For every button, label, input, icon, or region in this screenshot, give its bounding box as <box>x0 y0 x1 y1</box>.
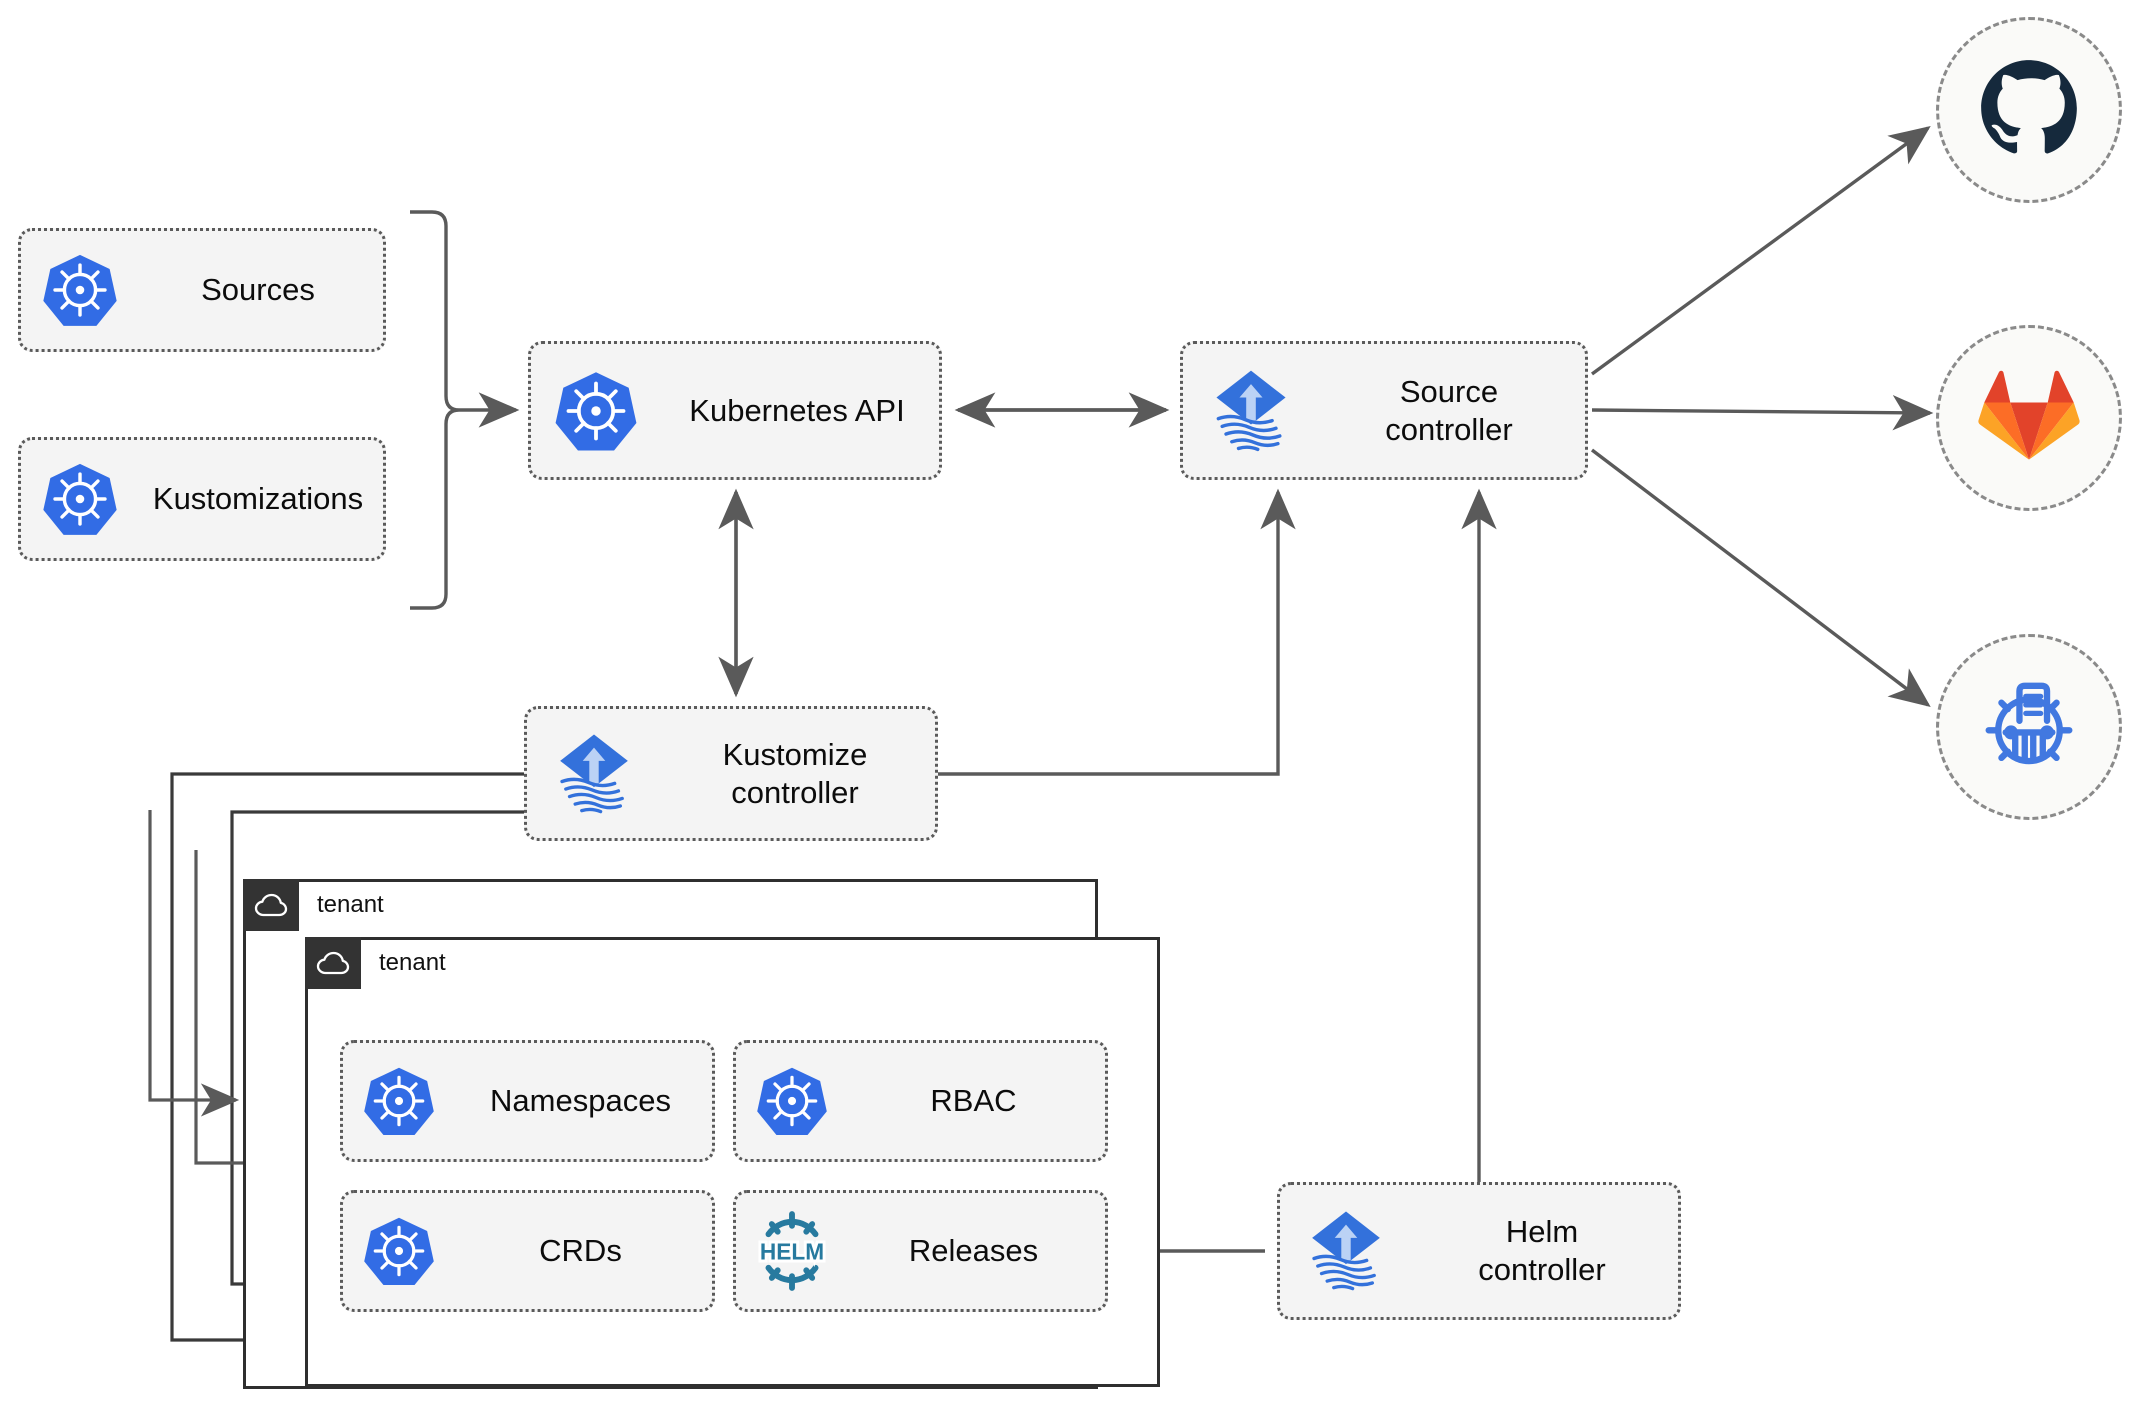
node-label: Helm controller <box>1478 1214 1606 1287</box>
wire-resources-bracket <box>410 210 460 610</box>
kubernetes-icon <box>736 1064 848 1138</box>
wire-source-to-helmrepo <box>1590 448 1931 708</box>
cloud-icon <box>305 937 361 989</box>
svg-text:HELM: HELM <box>760 1238 824 1264</box>
github-icon <box>1977 56 2081 165</box>
node-label: Kustomize controller <box>722 736 868 810</box>
tenant-label: tenant <box>379 949 446 976</box>
gitlab-icon <box>1977 364 2081 473</box>
node-label: CRDs <box>539 1233 622 1269</box>
wire-kustomize-to-source <box>938 488 1296 776</box>
node-helm-controller[interactable]: Helm controller <box>1277 1182 1681 1320</box>
kubernetes-icon <box>531 368 661 454</box>
node-label: Namespaces <box>490 1083 671 1119</box>
kubernetes-icon <box>343 1214 455 1288</box>
node-namespaces[interactable]: Namespaces <box>340 1040 715 1162</box>
provider-helm-repository[interactable] <box>1936 634 2122 820</box>
wire-source-to-gitlab <box>1591 394 1934 431</box>
flux-icon <box>527 727 661 821</box>
node-label: Kubernetes API <box>689 392 905 428</box>
tenant-label: tenant <box>317 891 384 918</box>
kubernetes-icon <box>21 460 139 538</box>
tenant-header-inner: tenant <box>305 937 446 989</box>
node-label: RBAC <box>930 1083 1017 1119</box>
kubernetes-icon <box>21 251 139 329</box>
provider-github[interactable] <box>1936 17 2122 203</box>
provider-gitlab[interactable] <box>1936 325 2122 511</box>
node-source-controller[interactable]: Source controller <box>1180 341 1588 480</box>
node-rbac[interactable]: RBAC <box>733 1040 1108 1162</box>
node-kubernetes-api[interactable]: Kubernetes API <box>528 341 942 480</box>
node-crds[interactable]: CRDs <box>340 1190 715 1312</box>
node-sources[interactable]: Sources <box>18 228 386 352</box>
flux-icon <box>1183 363 1319 459</box>
node-releases[interactable]: HELM Releases <box>733 1190 1108 1312</box>
node-label: Source controller <box>1385 373 1513 447</box>
flux-icon <box>1280 1204 1412 1298</box>
node-label: Releases <box>908 1233 1039 1269</box>
helm-icon: HELM <box>736 1209 848 1293</box>
wire-source-to-github <box>1590 125 1931 376</box>
helm-chart-repository-icon <box>1976 672 2082 783</box>
kubernetes-icon <box>343 1064 455 1138</box>
node-kustomize-controller[interactable]: Kustomize controller <box>524 706 938 841</box>
node-label: Kustomizations <box>152 481 364 517</box>
wire-arrow-into-tenant-outer <box>148 810 240 1117</box>
node-label: Sources <box>201 272 315 308</box>
node-kustomizations[interactable]: Kustomizations <box>18 437 386 561</box>
tenant-container-inner[interactable] <box>305 937 1160 1387</box>
cloud-icon <box>243 879 299 931</box>
tenant-header-outer: tenant <box>243 879 384 931</box>
